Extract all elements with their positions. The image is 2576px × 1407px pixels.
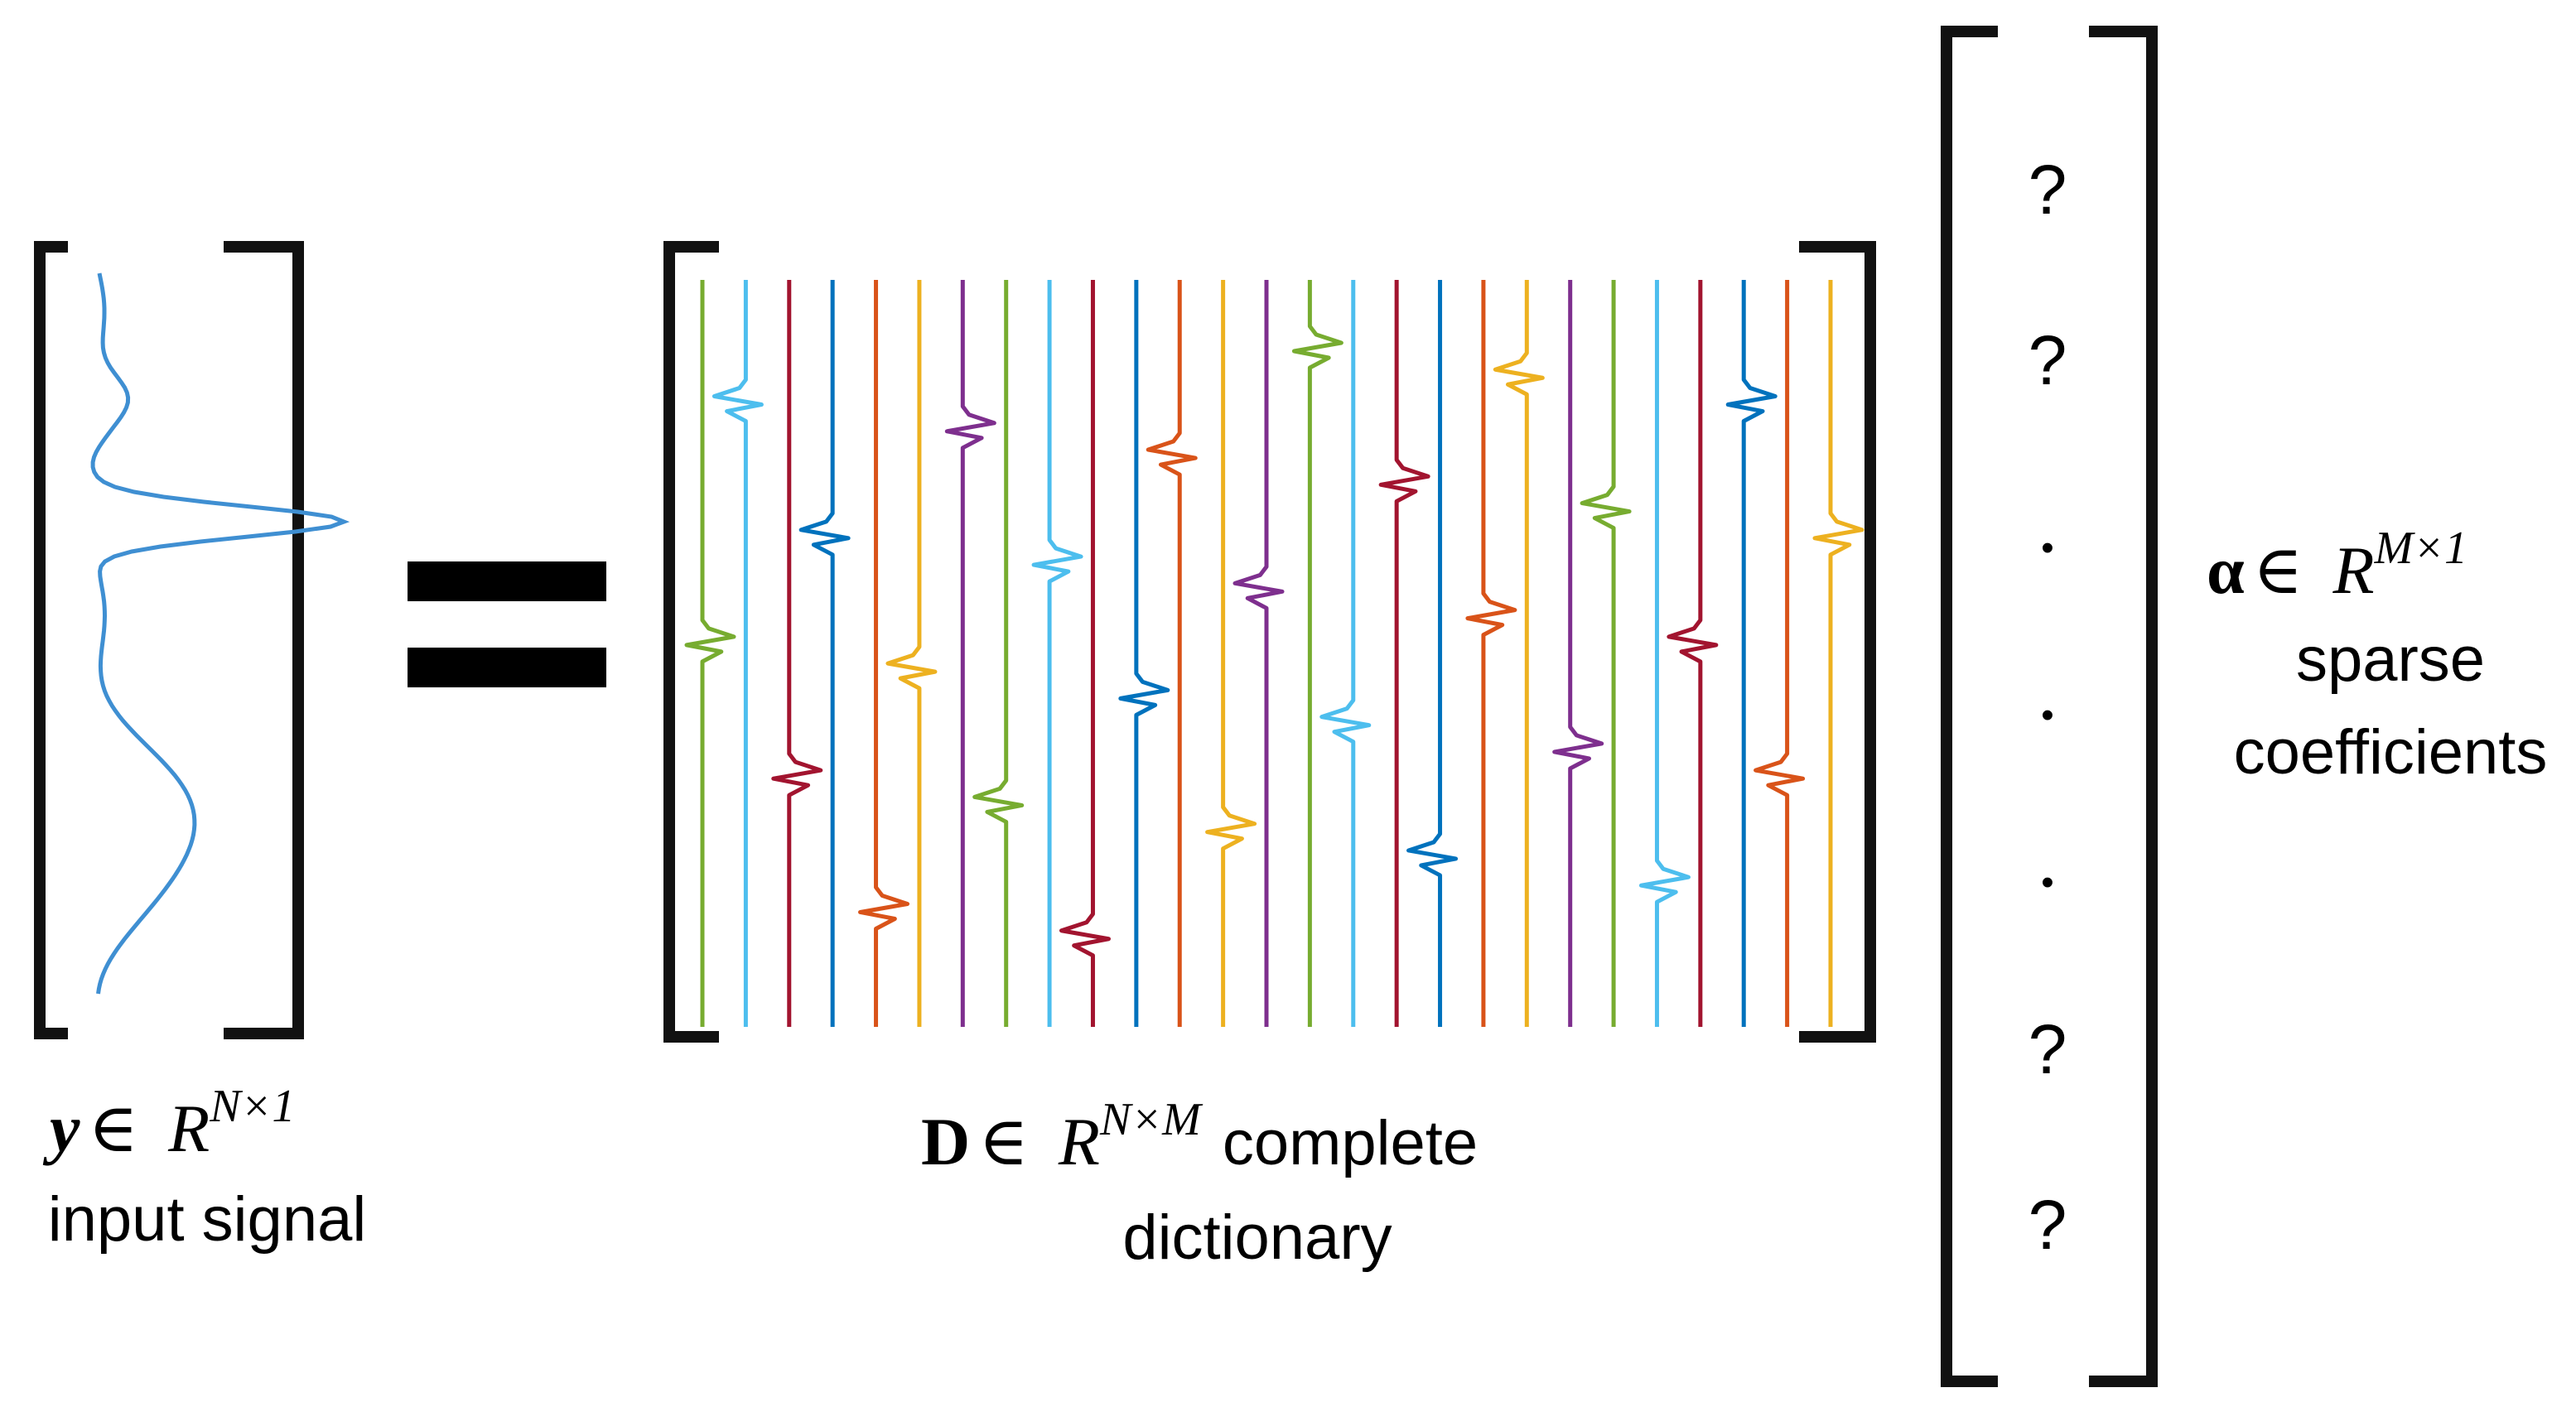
coefficient-caption-line1: sparse: [2296, 624, 2485, 695]
signal-vector: [34, 241, 350, 1039]
coefficient-entry-2: ?: [2028, 321, 2067, 399]
coefficient-superscript: M×1: [2374, 523, 2467, 574]
equals-bottom-bar: [408, 648, 606, 687]
signal-space: R: [167, 1091, 210, 1166]
coefficient-formula: α∈ RM×1: [2207, 523, 2467, 608]
dictionary-atom-2: [712, 280, 764, 1027]
coefficient-caption-line2: coefficients: [2234, 717, 2548, 788]
dictionary-atom-1: [684, 280, 736, 1027]
dictionary-atom-22: [1580, 280, 1632, 1027]
dictionary-atom-9: [1031, 280, 1083, 1027]
dictionary-atom-13: [1205, 280, 1257, 1027]
dictionary-formula: D∈ RN×M complete: [921, 1094, 1478, 1179]
dictionary-atom-7: [944, 280, 996, 1027]
dictionary-caption-line1: complete: [1223, 1108, 1478, 1178]
coefficient-in: ∈: [2253, 532, 2303, 608]
coefficient-entry-1: ?: [2028, 151, 2067, 229]
dictionary-space: R: [1058, 1104, 1100, 1179]
dictionary-atom-5: [858, 280, 910, 1027]
signal-symbol: y: [42, 1091, 80, 1166]
dictionary-superscript: N×M: [1099, 1094, 1204, 1145]
dictionary-atom-3: [771, 280, 823, 1027]
signal-formula: y∈ RN×1: [42, 1081, 295, 1166]
dictionary-atom-8: [972, 280, 1025, 1027]
coefficient-vector: ? ? • • • ? ?: [1941, 26, 2158, 1387]
dictionary-atom-12: [1146, 280, 1198, 1027]
dictionary-left-bracket: [663, 241, 719, 1043]
coefficient-right-bracket: [2089, 26, 2158, 1387]
dictionary-atom-23: [1638, 280, 1691, 1027]
coefficient-left-bracket: [1941, 26, 1998, 1387]
dictionary-symbol: D: [921, 1104, 970, 1179]
dictionary-atom-20: [1493, 280, 1545, 1027]
signal-left-bracket: [34, 241, 68, 1039]
dictionary-atom-21: [1552, 280, 1604, 1027]
signal-in: ∈: [88, 1091, 138, 1166]
coefficient-entry-5: •: [2041, 862, 2053, 903]
dictionary-label: D∈ RN×M complete dictionary: [921, 1094, 1478, 1273]
dictionary-atom-15: [1291, 280, 1343, 1027]
dictionary-atoms: [684, 280, 1864, 1027]
dictionary-atom-10: [1059, 280, 1111, 1027]
equals-sign: [408, 561, 606, 687]
coefficient-label: α∈ RM×1 sparse coefficients: [2207, 523, 2547, 788]
dictionary-matrix: [663, 241, 1876, 1043]
dictionary-right-bracket: [1799, 241, 1876, 1043]
coefficient-entry-6: ?: [2028, 1010, 2067, 1088]
dictionary-atom-27: [1812, 280, 1864, 1027]
input-signal-waveform: [90, 272, 350, 995]
dictionary-atom-18: [1406, 280, 1459, 1027]
dictionary-atom-4: [798, 280, 851, 1027]
dictionary-atom-17: [1378, 280, 1430, 1027]
dictionary-atom-26: [1754, 280, 1806, 1027]
coefficient-symbol: α: [2207, 532, 2245, 608]
dictionary-atom-19: [1465, 280, 1517, 1027]
dictionary-in: ∈: [978, 1104, 1029, 1179]
coefficient-entry-3: •: [2041, 528, 2053, 568]
coefficient-entry-4: •: [2041, 695, 2053, 735]
dictionary-atom-6: [885, 280, 938, 1027]
dictionary-atom-11: [1118, 280, 1170, 1027]
dictionary-atom-25: [1725, 280, 1778, 1027]
signal-right-bracket: [224, 241, 304, 1039]
dictionary-atom-16: [1319, 280, 1372, 1027]
equals-top-bar: [408, 561, 606, 601]
dictionary-atom-24: [1667, 280, 1719, 1027]
coefficient-space: R: [2332, 532, 2374, 608]
coefficient-entry-7: ?: [2028, 1186, 2067, 1264]
dictionary-caption-line2: dictionary: [1122, 1202, 1392, 1273]
signal-label: y∈ RN×1 input signal: [42, 1081, 366, 1255]
signal-superscript: N×1: [209, 1081, 295, 1132]
signal-caption: input signal: [48, 1184, 367, 1255]
dictionary-atom-14: [1233, 280, 1285, 1027]
